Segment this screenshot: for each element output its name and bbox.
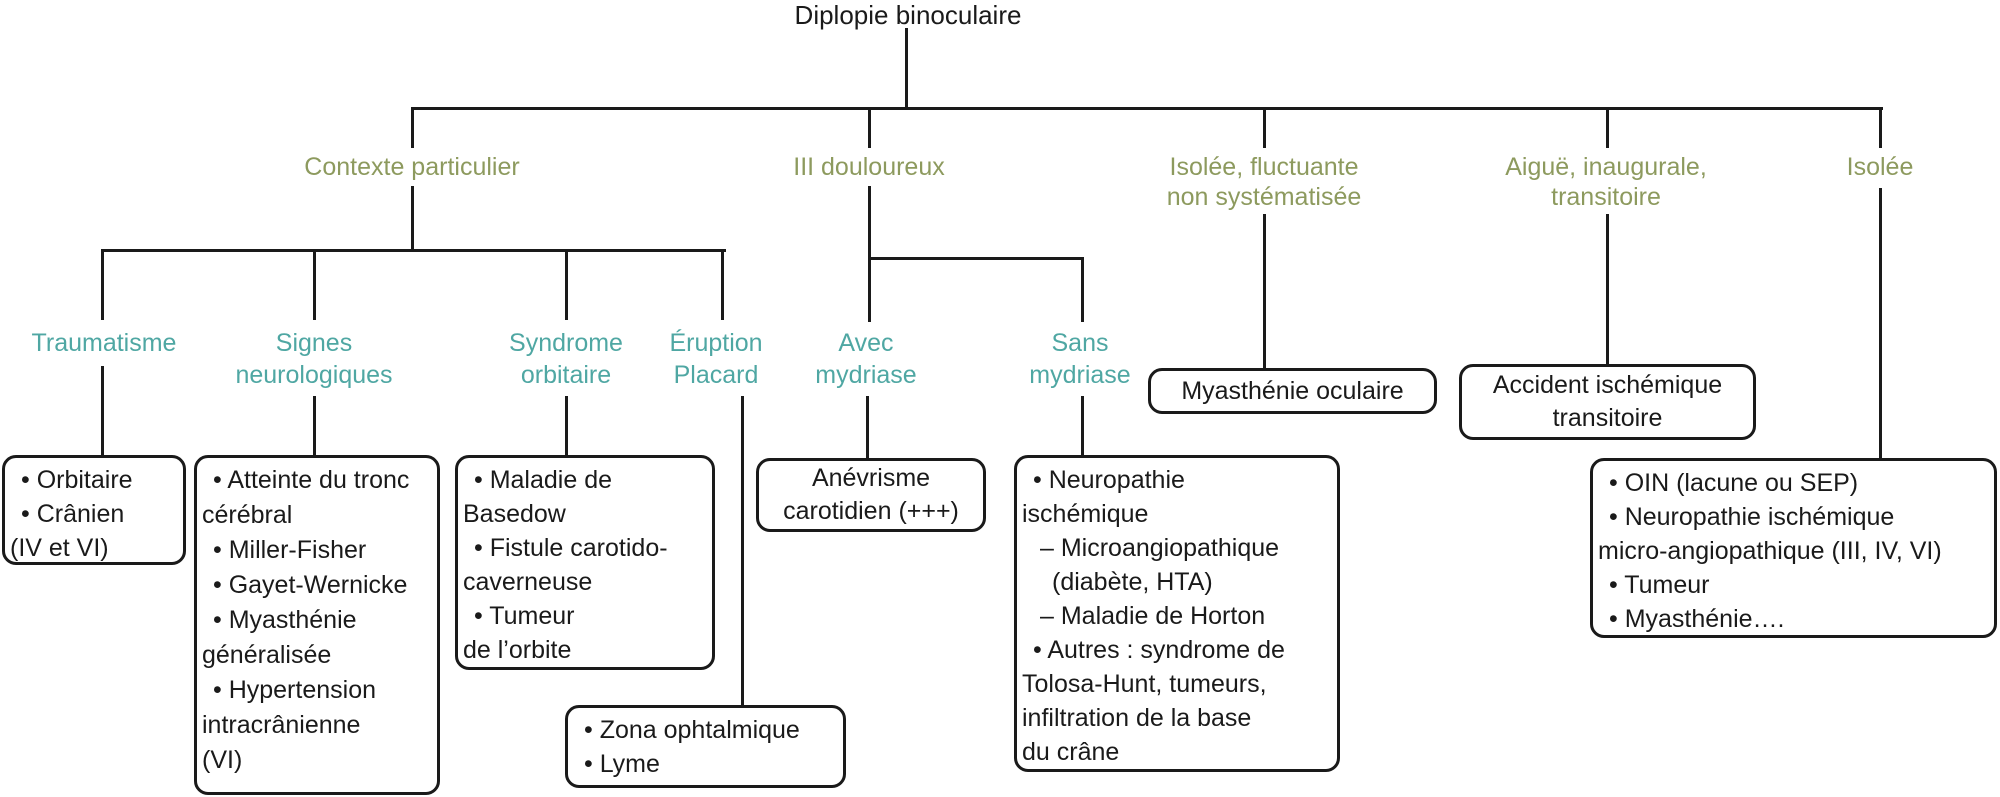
box-line: micro-angiopathique (III, IV, VI) <box>1598 537 1942 565</box>
branch-isolee: Isolée <box>1846 153 1914 181</box>
connector-tick-traumatisme <box>101 249 104 320</box>
box-orbitaire-cranien: • Orbitaire • Crânien (IV et VI) <box>2 455 186 565</box>
box-line: intracrânienne <box>202 711 361 739</box>
connector-sans-mydriase-box <box>1081 396 1084 457</box>
connector-root-drop <box>905 28 908 108</box>
box-line: • Atteinte du tronc <box>213 466 410 494</box>
box-line: (VI) <box>202 746 243 774</box>
branch-isolee-fluctuante: Isolée, fluctuante non systématisée <box>1166 153 1362 211</box>
box-line: infiltration de la base <box>1022 704 1252 732</box>
connector-tick-aigue <box>1606 107 1609 148</box>
connector-aigue-box <box>1606 214 1609 366</box>
connector-iii-bar <box>868 257 1084 260</box>
box-line: • Lyme <box>584 750 660 778</box>
box-line: du crâne <box>1022 738 1120 766</box>
connector-iii-drop <box>868 186 871 260</box>
box-anevrisme-carotidien: Anévrisme carotidien (+++) <box>756 458 986 532</box>
box-line: • Zona ophtalmique <box>584 716 800 744</box>
box-myasthenie-oculaire: Myasthénie oculaire <box>1148 368 1437 414</box>
connector-tick-iii-douloureux <box>868 107 871 148</box>
connector-tick-eruption <box>721 249 724 320</box>
connector-avec-mydriase-box <box>866 396 869 460</box>
connector-tick-signes <box>313 249 316 320</box>
box-line: généralisée <box>202 641 332 669</box>
connector-tick-avec-mydriase <box>868 257 871 322</box>
box-line: cérébral <box>202 501 293 529</box>
sub-branch-signes-neurologiques: Signes neurologiques <box>235 329 393 389</box>
box-line: • Miller-Fisher <box>213 536 367 564</box>
box-line: • Myasthénie…. <box>1609 605 1785 633</box>
sub-branch-traumatisme: Traumatisme <box>31 329 177 357</box>
box-line: Tolosa-Hunt, tumeurs, <box>1022 670 1267 698</box>
box-line: de l’orbite <box>463 636 572 664</box>
box-basedow-fistule-tumeur: • Maladie de Basedow • Fistule carotido-… <box>455 455 715 670</box>
box-line: • Autres : syndrome de <box>1033 636 1285 664</box>
connector-tick-isolee <box>1879 107 1882 148</box>
box-line: (diabète, HTA) <box>1052 568 1213 596</box>
connector-traumatisme-box <box>101 366 104 457</box>
box-line: – Microangiopathique <box>1040 534 1280 562</box>
box-line: ischémique <box>1022 500 1149 528</box>
branch-contexte-particulier: Contexte particulier <box>304 153 520 181</box>
box-line: • Tumeur <box>1609 571 1710 599</box>
box-line: – Maladie de Horton <box>1040 602 1266 630</box>
box-line: Basedow <box>463 500 566 528</box>
box-line: caverneuse <box>463 568 593 596</box>
box-line: • Orbitaire <box>21 466 133 494</box>
box-oin-neuropathie-tumeur: • OIN (lacune ou SEP) • Neuropathie isch… <box>1590 458 1997 638</box>
box-atteinte-tronc: • Atteinte du tronc cérébral • Miller-Fi… <box>194 455 440 795</box>
connector-tick-contexte <box>411 107 414 148</box>
sub-branch-sans-mydriase: Sans mydriase <box>1029 329 1131 389</box>
sub-branch-avec-mydriase: Avec mydriase <box>815 329 917 389</box>
box-line: • Crânien <box>21 500 125 528</box>
box-line: (IV et VI) <box>10 534 109 562</box>
connector-signes-box <box>313 396 316 457</box>
box-zona-lyme: • Zona ophtalmique • Lyme <box>565 705 846 788</box>
box-line: • OIN (lacune ou SEP) <box>1609 469 1859 497</box>
box-line: • Maladie de <box>474 466 613 494</box>
connector-contexte-drop <box>411 186 414 252</box>
branch-iii-douloureux: III douloureux <box>793 153 945 181</box>
sub-branch-eruption-placard: Éruption Placard <box>669 329 763 389</box>
box-line: • Fistule carotido- <box>474 534 668 562</box>
box-line: • Neuropathie ischémique <box>1609 503 1895 531</box>
connector-contexte-bar <box>101 249 726 252</box>
connector-tick-sans-mydriase <box>1081 257 1084 322</box>
box-neuropathie-ischemique: • Neuropathie ischémique – Microangiopat… <box>1014 455 1340 772</box>
box-line: • Gayet-Wernicke <box>213 571 408 599</box>
branch-aigue-inaugurale: Aiguë, inaugurale, transitoire <box>1505 153 1707 211</box>
box-line: • Myasthénie <box>213 606 357 634</box>
box-line: • Tumeur <box>474 602 575 630</box>
box-accident-ischemique: Accident ischémique transitoire <box>1459 364 1756 440</box>
connector-main-bar <box>411 107 1883 110</box>
box-line: • Neuropathie <box>1033 466 1185 494</box>
connector-isolee-fluctuante-box <box>1263 214 1266 370</box>
connector-tick-syndrome <box>565 249 568 320</box>
connector-syndrome-box <box>565 396 568 457</box>
connector-eruption-box <box>741 396 744 708</box>
root-node-label: Diplopie binoculaire <box>794 0 1022 30</box>
box-line: • Hypertension <box>213 676 377 704</box>
connector-isolee-box <box>1879 188 1882 460</box>
sub-branch-syndrome-orbitaire: Syndrome orbitaire <box>509 329 623 389</box>
connector-tick-isolee-fluctuante <box>1263 107 1266 148</box>
